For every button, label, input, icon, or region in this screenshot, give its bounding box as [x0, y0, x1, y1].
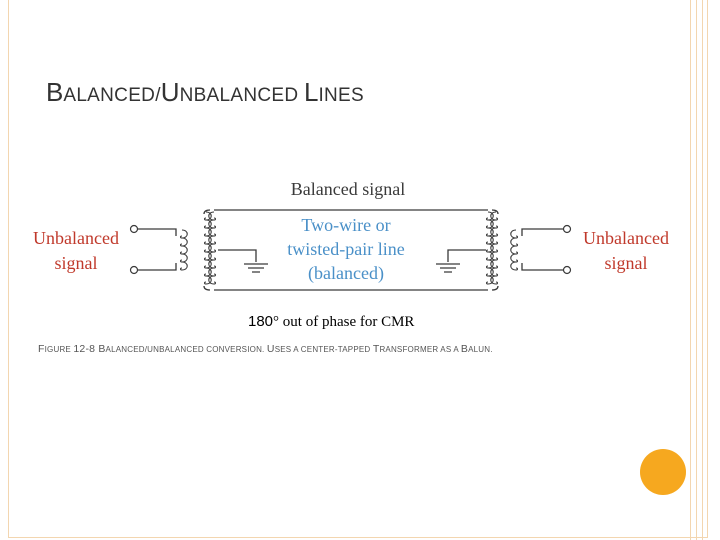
right-primary-wire-bottom [521, 263, 566, 271]
title-part: NBALANCED [179, 85, 304, 106]
caption-part: F [38, 343, 45, 355]
decorative-line [696, 0, 697, 540]
slide-frame [8, 0, 708, 538]
left-terminal-top [129, 224, 139, 234]
left-label-line-2: signal [55, 253, 98, 273]
right-terminal-bottom [562, 265, 572, 275]
title-part: B [46, 77, 64, 107]
caption-part: B [460, 343, 469, 355]
center-label-line-2: twisted-pair line [287, 239, 404, 259]
center-label-line-1: Two-wire or [301, 215, 390, 235]
caption-part: IGURE [44, 345, 74, 354]
left-center-tap [218, 249, 257, 262]
left-secondary-coil-inner [208, 211, 217, 285]
phase-caption: 180° out of phase for CMR [248, 313, 414, 331]
phase-text: ° out of phase for CMR [273, 314, 415, 330]
balanced-signal-label: Balanced signal [291, 179, 405, 199]
right-label-line-1: Unbalanced [583, 228, 669, 248]
caption-part: U [266, 343, 275, 355]
caption-part: ALANCED/UNBALANCED CONVERSION. [105, 345, 267, 354]
title-part: U [160, 77, 180, 107]
right-secondary-coil-outer [490, 211, 499, 285]
title-part: L [303, 77, 319, 107]
right-label-line-2: signal [605, 253, 648, 273]
decorative-line [690, 0, 691, 540]
left-ground-symbol [244, 263, 268, 273]
right-secondary-coil-inner [485, 211, 494, 285]
left-primary-coil [179, 229, 188, 271]
title-part: ALANCED/ [63, 85, 161, 106]
left-primary-wire-top [136, 228, 177, 236]
left-secondary-coil-outer [203, 211, 212, 285]
caption-part: SES A CENTER-TAPPED [274, 345, 373, 354]
left-label-line-1: Unbalanced [33, 228, 119, 248]
right-ground-symbol [436, 263, 460, 273]
slide-title: BALANCED/UNBALANCED LINES [46, 77, 364, 108]
left-terminal-bottom [129, 265, 139, 275]
balun-diagram: Balanced signal Two-wire or twisted-pair… [33, 179, 669, 291]
figure-caption: FIGURE 12-8 BALANCED/UNBALANCED CONVERSI… [38, 343, 493, 355]
caption-part: RANSFORMER AS A [379, 345, 461, 354]
title-part: INES [318, 85, 364, 106]
left-primary-wire-bottom [136, 263, 177, 271]
decorative-line [702, 0, 703, 540]
center-label-line-3: (balanced) [308, 263, 384, 284]
caption-part: ALUN. [468, 345, 493, 354]
right-primary-coil [510, 229, 519, 271]
caption-part: T [372, 343, 380, 355]
right-terminal-top [562, 224, 572, 234]
phase-number: 180 [248, 313, 274, 330]
right-center-tap [447, 249, 486, 262]
caption-part: B [98, 343, 106, 355]
caption-part: 12-8 [73, 343, 99, 355]
right-primary-wire-top [521, 228, 566, 236]
decorative-circle [640, 449, 686, 495]
